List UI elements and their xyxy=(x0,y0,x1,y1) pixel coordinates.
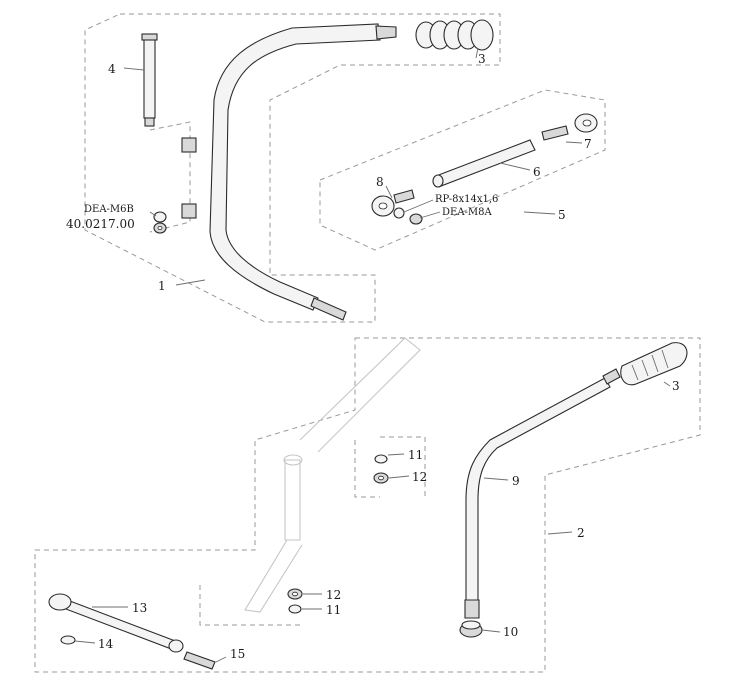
assembly-5-outline xyxy=(319,89,606,251)
callout-7: 7 xyxy=(584,137,592,151)
handlebar-tube xyxy=(209,23,381,311)
assembly-2-outline xyxy=(34,337,701,673)
washer-box-upper xyxy=(354,436,426,500)
leader-5 xyxy=(523,211,556,215)
callout-11a: 11 xyxy=(408,448,423,462)
rod-end xyxy=(371,189,423,225)
part-code-dea-m6b: DEA-M6B xyxy=(84,204,134,215)
callout-12b: 12 xyxy=(326,588,341,602)
callout-labels: 1 3 4 5 6 7 8 RP-8x14x1,6 DEA-M8A DEA-M6… xyxy=(66,52,680,661)
ghost-frame xyxy=(244,337,421,613)
leader-dea-m6b xyxy=(149,211,157,217)
handlebar-top-thread xyxy=(375,25,397,40)
clamp-block-bottom xyxy=(181,203,197,219)
washer-dea-m6b xyxy=(153,211,167,234)
part-code-40-0217: 40.0217.00 xyxy=(66,217,135,231)
leader-6 xyxy=(499,162,531,171)
leader-7 xyxy=(565,141,583,144)
leader-3b xyxy=(663,381,671,387)
callout-11b: 11 xyxy=(326,603,341,617)
pin-rod xyxy=(141,33,158,127)
leader-15 xyxy=(215,656,227,663)
leader-11a xyxy=(387,453,405,456)
callout-3a: 3 xyxy=(478,52,486,66)
callout-8: 8 xyxy=(376,175,384,189)
callout-10: 10 xyxy=(503,625,518,639)
link-rod xyxy=(432,139,536,188)
callout-15: 15 xyxy=(230,647,245,661)
leader-3a xyxy=(475,47,479,59)
callout-14: 14 xyxy=(98,637,114,651)
leader-dea-m8a xyxy=(419,211,441,219)
leader-14 xyxy=(74,640,96,644)
leader-9 xyxy=(483,477,509,481)
callout-3b: 3 xyxy=(672,379,680,393)
leader-rp xyxy=(403,199,434,213)
callout-13: 13 xyxy=(132,601,147,615)
assembly-1-outline xyxy=(84,13,501,323)
lower-assembly xyxy=(34,337,701,673)
washers-upper xyxy=(373,454,389,484)
link-box xyxy=(199,585,300,626)
grip-lower xyxy=(620,342,688,386)
callout-6: 6 xyxy=(533,165,541,179)
rod-4-bracket xyxy=(149,121,191,233)
washers-lower xyxy=(287,588,303,614)
callout-2: 2 xyxy=(577,526,585,540)
leader-4 xyxy=(123,67,145,71)
end-cap xyxy=(459,620,483,638)
leader-8 xyxy=(385,185,393,199)
handlebar-bottom-thread xyxy=(310,297,347,321)
link-bar xyxy=(48,593,184,653)
leader-12a xyxy=(388,475,410,479)
upper-assembly xyxy=(84,13,606,323)
callout-9: 9 xyxy=(512,474,520,488)
callout-12a: 12 xyxy=(412,470,427,484)
callout-4: 4 xyxy=(108,62,116,76)
leader-2 xyxy=(547,531,573,535)
steering-arm xyxy=(464,368,621,619)
set-screw xyxy=(183,651,216,670)
ball-joint xyxy=(541,113,598,141)
part-code-dea-m8a: DEA-M8A xyxy=(442,207,493,218)
callout-1: 1 xyxy=(158,279,166,293)
leader-1 xyxy=(175,279,206,286)
callout-5: 5 xyxy=(558,208,566,222)
clamp-block-top xyxy=(181,137,197,153)
grip-upper xyxy=(415,19,494,51)
part-code-rp: RP-8x14x1,6 xyxy=(435,194,498,205)
leader-10 xyxy=(481,629,501,633)
clip-ring xyxy=(60,635,76,645)
